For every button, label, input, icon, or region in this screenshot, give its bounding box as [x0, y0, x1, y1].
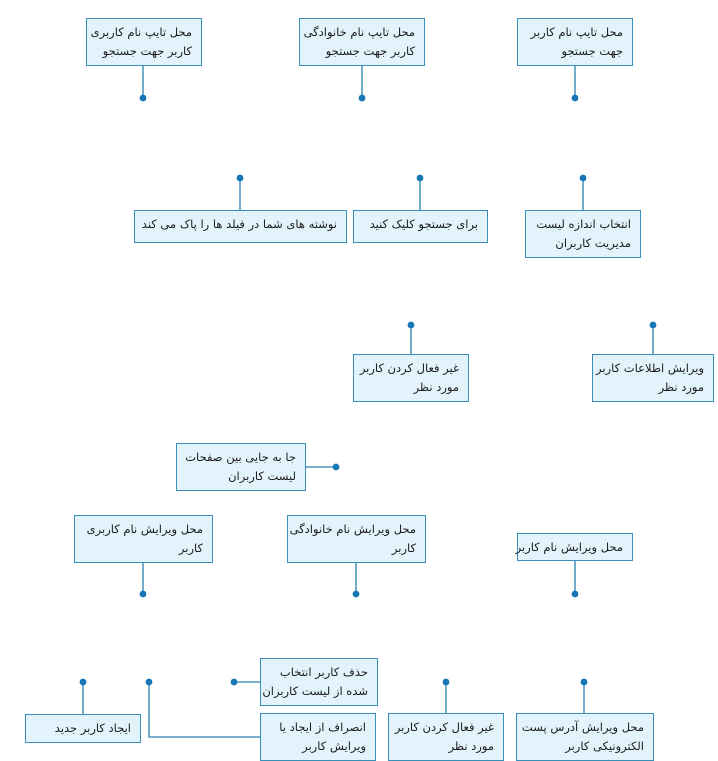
- callout-text-line: کاربر: [391, 541, 416, 555]
- connector-dot-edit-firstname: [571, 590, 579, 598]
- callout-text-line: محل تایپ نام کاربری: [90, 25, 192, 39]
- connector-dot-deactivate-user-bottom: [442, 678, 450, 686]
- callout-text-line: ویرایش کاربر: [302, 739, 366, 753]
- callout-text-line: نوشته های شما در فیلد ها را پاک می کند: [141, 217, 337, 231]
- connector-dot-clear-fields: [236, 174, 244, 182]
- callout-text-line: مورد نظر: [448, 739, 494, 753]
- callout-search-username: محل تایپ نام کاربری کاربر جهت جستجو: [86, 18, 202, 66]
- callout-cancel-edit: انصراف از ایجاد یا ویرایش کاربر: [260, 713, 376, 761]
- callout-text-line: کاربر جهت جستجو: [325, 44, 415, 58]
- callout-text-line: محل تایپ نام خانوادگی: [303, 25, 415, 39]
- callout-text-line: محل ویرایش نام کاربر: [515, 540, 623, 554]
- connector-dot-deactivate-user-top: [407, 321, 415, 329]
- callout-clear-fields: نوشته های شما در فیلد ها را پاک می کند: [134, 210, 347, 243]
- callout-text-line: انصراف از ایجاد یا: [279, 720, 366, 734]
- callout-edit-firstname: محل ویرایش نام کاربر: [515, 533, 633, 561]
- callout-text-line: محل ویرایش نام خانوادگی: [289, 522, 416, 536]
- callout-edit-lastname: محل ویرایش نام خانوادگی کاربر: [287, 515, 426, 563]
- connector-dot-edit-user-info: [649, 321, 657, 329]
- connector-dot-click-search: [416, 174, 424, 182]
- connector-dot-edit-username: [139, 590, 147, 598]
- callout-deactivate-user-bottom: غیر فعال کردن کاربر مورد نظر: [388, 713, 504, 761]
- callout-text-line: برای جستجو کلیک کنید: [369, 217, 478, 231]
- callout-page-size: انتخاب اندازه لیست مدیریت کاربران: [525, 210, 641, 258]
- connector-dot-new-user: [79, 678, 87, 686]
- callout-text-line: لیست کاربران: [228, 469, 296, 483]
- callout-text-line: مدیریت کاربران: [555, 236, 631, 250]
- callout-text-line: محل ویرایش آدرس پست: [521, 720, 644, 734]
- callout-search-lastname: محل تایپ نام خانوادگی کاربر جهت جستجو: [299, 18, 425, 66]
- callout-text-line: جهت جستجو: [561, 44, 623, 58]
- callout-text-line: الکترونیکی کاربر: [565, 739, 644, 753]
- callout-new-user: ایجاد کاربر جدید: [25, 714, 141, 743]
- callout-text-line: حذف کاربر انتخاب: [279, 665, 368, 679]
- callout-text-line: مورد نظر: [413, 380, 459, 394]
- callout-click-search: برای جستجو کلیک کنید: [353, 210, 488, 243]
- callout-text-line: محل ویرایش نام کاربری: [86, 522, 203, 536]
- callout-deactivate-user-top: غیر فعال کردن کاربر مورد نظر: [353, 354, 469, 402]
- callout-text-line: غیر فعال کردن کاربر: [359, 361, 459, 375]
- callout-text-line: کاربر: [178, 541, 203, 555]
- connector-dot-page-size: [579, 174, 587, 182]
- callout-text-line: محل تایپ نام کاربر: [530, 25, 623, 39]
- callout-text-line: ایجاد کاربر جدید: [54, 721, 131, 735]
- callout-text-line: کاربر جهت جستجو: [102, 44, 192, 58]
- connector-dot-edit-email: [580, 678, 588, 686]
- callout-text-line: مورد نظر: [658, 380, 704, 394]
- callout-edit-email: محل ویرایش آدرس پست الکترونیکی کاربر: [516, 713, 654, 761]
- callout-text-line: شده از لیست کاربران: [262, 684, 368, 698]
- connector-dot-search-lastname: [358, 94, 366, 102]
- connector-dot-delete-user: [230, 678, 238, 686]
- callout-search-firstname: محل تایپ نام کاربر جهت جستجو: [517, 18, 633, 66]
- connector-dot-search-firstname: [571, 94, 579, 102]
- connector-line-cancel-edit: [148, 682, 260, 738]
- callout-edit-user-info: ویرایش اطلاعات کاربر مورد نظر: [592, 354, 714, 402]
- callout-text-line: غیر فعال کردن کاربر: [394, 720, 494, 734]
- connector-dot-edit-lastname: [352, 590, 360, 598]
- callout-text-line: ویرایش اطلاعات کاربر: [596, 361, 704, 375]
- connector-dot-cancel-edit: [145, 678, 153, 686]
- callout-edit-username: محل ویرایش نام کاربری کاربر: [74, 515, 213, 563]
- callout-text-line: انتخاب اندازه لیست: [536, 217, 631, 231]
- callout-delete-user: حذف کاربر انتخاب شده از لیست کاربران: [260, 658, 378, 706]
- connector-dot-search-username: [139, 94, 147, 102]
- connector-dot-pagination: [332, 463, 340, 471]
- callout-text-line: جا به جایی بین صفحات: [185, 450, 296, 464]
- callout-pagination: جا به جایی بین صفحات لیست کاربران: [176, 443, 306, 491]
